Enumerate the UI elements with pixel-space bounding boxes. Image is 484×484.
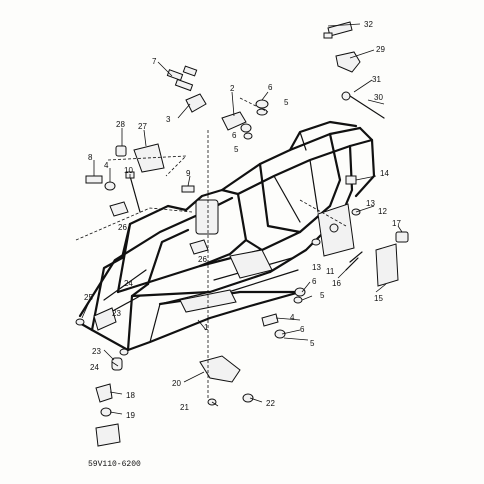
callout-2: 2 [230, 84, 235, 93]
drawing-code: 59V110-6200 [88, 460, 141, 469]
callout-4-right: 4 [290, 313, 295, 322]
part-label-plate [95, 423, 121, 447]
callout-25: 25 [84, 293, 93, 302]
callout-5-rear: 5 [320, 291, 325, 300]
part-26-brackets [109, 201, 209, 255]
part-15-bracket [375, 243, 399, 287]
callout-labels: 32 29 31 30 7 3 2 6 5 6 5 28 27 8 4 10 9… [84, 20, 401, 420]
callout-6-right: 6 [300, 325, 305, 334]
part-3-bracket [185, 93, 207, 113]
callout-12: 12 [378, 207, 387, 216]
callout-26-left: 26 [118, 223, 127, 232]
callout-22: 22 [266, 399, 275, 408]
callout-29: 29 [376, 45, 385, 54]
part-9-bolt [181, 185, 195, 193]
callout-17: 17 [392, 219, 401, 228]
part-4-collar [104, 181, 116, 191]
callout-5-top: 5 [284, 98, 289, 107]
callout-24-lower: 24 [90, 363, 99, 372]
callout-19: 19 [126, 411, 135, 420]
callout-9: 9 [186, 169, 191, 178]
leader-lines [75, 23, 403, 415]
main-frame [76, 120, 376, 352]
callout-4-left: 4 [104, 161, 109, 170]
part-29-cover [335, 51, 361, 73]
callout-6-mid: 6 [232, 131, 237, 140]
part-30-31-rod [341, 91, 385, 119]
callout-13-right: 13 [366, 199, 375, 208]
callout-11: 11 [326, 267, 335, 276]
callout-18: 18 [126, 391, 135, 400]
part-11-battery-box [317, 203, 355, 257]
callout-5-mid: 5 [234, 145, 239, 154]
callout-5-right: 5 [310, 339, 315, 348]
part-22-nut [242, 393, 254, 403]
part-32-clamp [323, 21, 353, 39]
callout-1: 1 [204, 323, 209, 332]
callout-15: 15 [374, 294, 383, 303]
part-10-bolt [125, 171, 141, 213]
callout-7: 7 [152, 57, 157, 66]
part-6-5-lower-right [261, 287, 306, 339]
callout-24-upper: 24 [124, 279, 133, 288]
callout-6-rear: 6 [312, 277, 317, 286]
part-8-bolt [85, 175, 103, 184]
callout-13-left: 13 [312, 263, 321, 272]
callout-14: 14 [380, 169, 389, 178]
part-16-bolts [345, 251, 363, 271]
part-7-bolts [166, 65, 198, 92]
part-25-stud [75, 318, 85, 326]
callout-26-mid: 26 [198, 255, 207, 264]
callout-21: 21 [180, 403, 189, 412]
callout-27: 27 [138, 122, 147, 131]
callout-6-top: 6 [268, 83, 273, 92]
callout-23-upper: 23 [112, 309, 121, 318]
part-18-19-bracket [95, 383, 113, 417]
part-20-bracket [199, 355, 241, 383]
callout-3: 3 [166, 115, 171, 124]
part-14-bolt [345, 175, 357, 185]
part-28-grommet [115, 145, 127, 157]
callout-10: 10 [124, 166, 133, 175]
part-6-5-washer-nut [240, 99, 269, 140]
callout-20: 20 [172, 379, 181, 388]
callout-23-lower: 23 [92, 347, 101, 356]
callout-32: 32 [364, 20, 373, 29]
callout-28: 28 [116, 120, 125, 129]
callout-8: 8 [88, 153, 93, 162]
part-17-connector [395, 231, 409, 243]
callout-31: 31 [372, 75, 381, 84]
callout-16: 16 [332, 279, 341, 288]
part-23-24-grommets [111, 348, 129, 371]
callout-30: 30 [374, 93, 383, 102]
